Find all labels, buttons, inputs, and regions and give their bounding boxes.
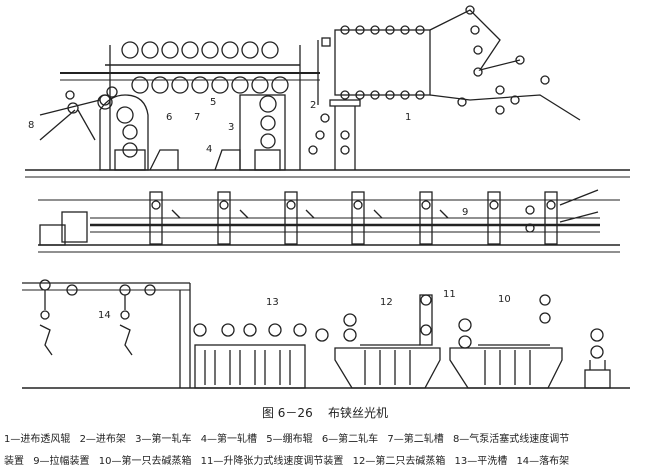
first-trough	[214, 149, 241, 171]
tension-regulator	[419, 294, 472, 349]
callout-1: 1	[405, 112, 411, 123]
legend-item: 7—第二轧槽	[387, 434, 444, 445]
caption-number: 图 6－26	[261, 406, 313, 420]
callout-13: 13	[266, 297, 279, 308]
legend-item: 11—升降张力式线速度调节装置	[200, 456, 344, 467]
callout-7: 7	[194, 112, 200, 123]
legend-item: 5—绷布辊	[266, 434, 313, 445]
legend-item: 1—进布透风辊	[4, 434, 71, 445]
legend-line-1: 1—进布透风辊 2—进布架 3—第一轧车 4—第一轧槽 5—绷布辊 6—第二轧车…	[4, 430, 648, 445]
legend-item: 装置	[4, 456, 24, 467]
callout-4: 4	[206, 144, 212, 155]
callout-5: 5	[210, 97, 216, 108]
legend-line-2: 装置 9—拉幅装置 10—第一只去碱蒸箱 11—升降张力式线速度调节装置 12—…	[4, 452, 648, 467]
end-padder	[584, 328, 611, 389]
rinsing-tank	[193, 323, 329, 389]
legend-item: 2—进布架	[79, 434, 126, 445]
callout-11: 11	[443, 289, 456, 300]
caption-title: 布铗丝光机	[327, 406, 388, 420]
stenter-posts	[149, 191, 558, 245]
figure-caption: 图 6－26 布铗丝光机	[0, 404, 650, 421]
legend-item: 12—第二只去碱蒸箱	[352, 456, 446, 467]
second-steam-box	[334, 313, 441, 389]
legend-item: 13—平洗槽	[454, 456, 508, 467]
callout-3: 3	[228, 122, 234, 133]
spray-nozzles	[171, 209, 449, 219]
second-padder	[99, 86, 149, 171]
legend-item: 6—第二轧车	[321, 434, 379, 445]
top-section	[25, 5, 630, 178]
legend-item: 9—拉幅装置	[33, 456, 90, 467]
feed-frame	[308, 40, 361, 170]
first-padder	[239, 94, 286, 171]
callout-2: 2	[310, 100, 316, 111]
stenter-section	[38, 189, 620, 253]
legend-item: 8—气泵活塞式线速度调节	[452, 434, 570, 445]
callout-6: 6	[166, 112, 172, 123]
legend-item: 3—第一轧车	[135, 434, 192, 445]
legend-item: 14—落布架	[516, 456, 570, 467]
padding-rollers-row	[60, 41, 320, 170]
washing-section	[22, 279, 630, 389]
legend-item: 4—第一轧槽	[200, 434, 258, 445]
legend-item: 10—第一只去碱蒸箱	[98, 456, 192, 467]
ventilation-roller-frame	[321, 5, 581, 121]
callout-8: 8	[28, 120, 34, 131]
callout-12: 12	[380, 297, 393, 308]
air-pump-regulator	[39, 90, 113, 141]
second-trough	[149, 149, 179, 171]
callout-10: 10	[498, 294, 511, 305]
first-steam-box	[449, 294, 563, 389]
take-down-frame	[39, 279, 156, 356]
callout-14: 14	[98, 310, 111, 321]
callouts: 8 6 7 5 3 4 2 1 9 14 13 12 11 10	[28, 97, 511, 321]
callout-9: 9	[462, 207, 468, 218]
